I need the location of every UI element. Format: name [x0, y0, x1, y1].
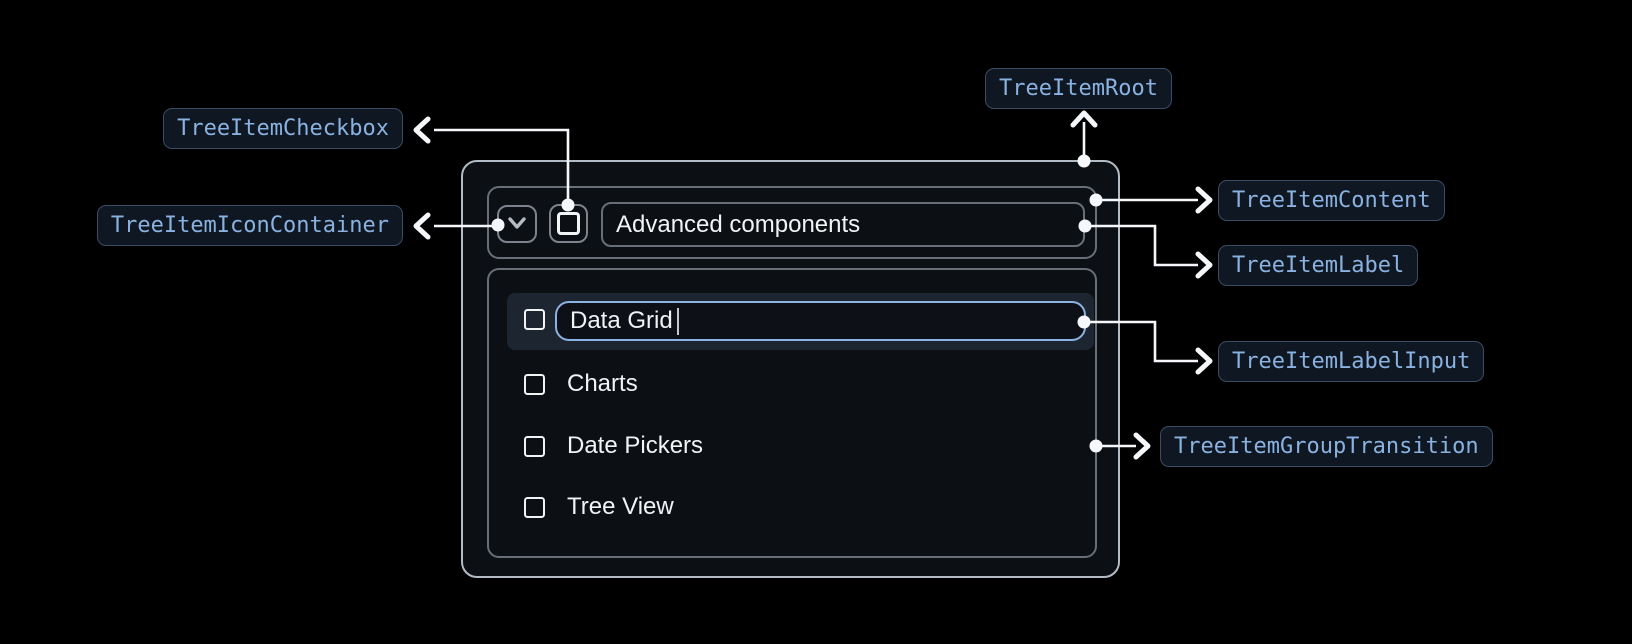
- annotation-tree-item-group-transition: TreeItemGroupTransition: [1160, 426, 1493, 467]
- tree-item-group-transition: [487, 268, 1097, 558]
- text-cursor: [676, 307, 680, 335]
- tree-item-row-editing[interactable]: Data Grid: [507, 293, 1094, 350]
- tree-item-label: Date Pickers: [567, 432, 704, 459]
- tree-item-icon-container[interactable]: [497, 205, 537, 243]
- tree-item-row[interactable]: Charts: [507, 362, 1094, 406]
- checkbox-icon[interactable]: [524, 496, 545, 518]
- parent-label-text: Advanced components: [616, 210, 861, 238]
- annotation-tree-item-label-input: TreeItemLabelInput: [1218, 341, 1485, 382]
- label-input-value: Data Grid: [570, 307, 673, 334]
- tree-item-label-input[interactable]: Data Grid: [555, 301, 1086, 341]
- annotation-tree-item-root: TreeItemRoot: [985, 68, 1172, 109]
- checkbox-icon[interactable]: [524, 308, 545, 330]
- tree-item-row[interactable]: Tree View: [507, 485, 1094, 529]
- annotation-tree-item-icon-container: TreeItemIconContainer: [96, 205, 403, 246]
- tree-item-row[interactable]: Date Pickers: [507, 424, 1094, 468]
- tree-item-label: Advanced components: [601, 202, 1085, 247]
- tree-item-label: Charts: [567, 370, 638, 397]
- chevron-down-icon: [508, 217, 526, 229]
- tree-item-content[interactable]: [487, 186, 1097, 259]
- tree-item-checkbox[interactable]: [549, 204, 588, 243]
- annotation-tree-item-label: TreeItemLabel: [1218, 245, 1419, 286]
- annotation-tree-item-content: TreeItemContent: [1218, 180, 1445, 221]
- checkbox-icon[interactable]: [524, 373, 545, 395]
- annotation-tree-item-checkbox: TreeItemCheckbox: [163, 108, 403, 149]
- tree-item-label: Tree View: [567, 493, 674, 520]
- checkbox-unchecked-icon: [557, 212, 580, 235]
- checkbox-icon[interactable]: [524, 435, 545, 457]
- tree-item-root: [461, 160, 1120, 578]
